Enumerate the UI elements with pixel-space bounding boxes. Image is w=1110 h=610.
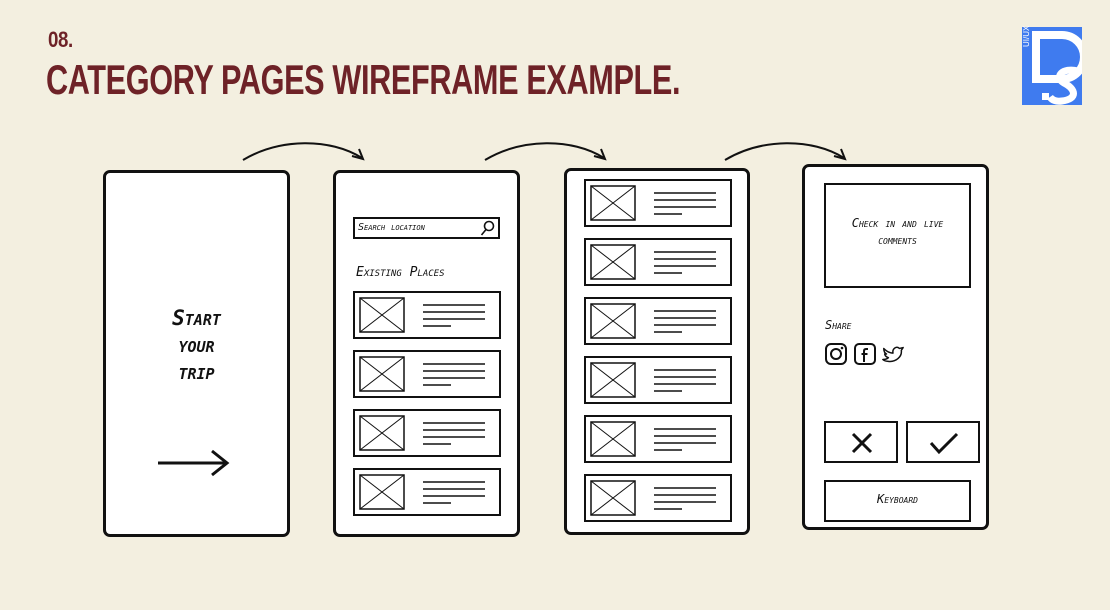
text-lines-placeholder: [654, 310, 716, 333]
text-lines-placeholder: [423, 422, 485, 445]
screen-search: Search location Existing Places: [333, 170, 520, 537]
screen-checkin: Check in and live comments Share Keyboar…: [802, 164, 989, 530]
image-placeholder-icon: [590, 185, 636, 221]
image-placeholder-icon: [590, 480, 636, 516]
text-lines-placeholder: [654, 428, 716, 451]
image-placeholder-icon: [359, 474, 405, 510]
text-lines-placeholder: [423, 481, 485, 504]
checkin-card-text: Check in and live comments: [851, 216, 944, 247]
flow-arrow-1: [242, 142, 365, 161]
facebook-icon[interactable]: [853, 342, 877, 366]
close-icon: [851, 432, 873, 454]
text-lines-placeholder: [423, 304, 485, 327]
confirm-button[interactable]: [906, 421, 980, 463]
ds-logo: [1022, 27, 1082, 105]
text-lines-placeholder: [654, 369, 716, 392]
start-line-2: your: [178, 333, 215, 357]
list-item[interactable]: [584, 179, 732, 227]
list-item[interactable]: [353, 350, 501, 398]
list-item[interactable]: [353, 291, 501, 339]
page-title: CATEGORY PAGES WIREFRAME EXAMPLE.: [46, 56, 681, 103]
existing-places-label: Existing Places: [356, 265, 445, 280]
image-placeholder-icon: [590, 421, 636, 457]
text-lines-placeholder: [654, 487, 716, 510]
list-item[interactable]: [584, 356, 732, 404]
text-lines-placeholder: [654, 192, 716, 215]
twitter-icon[interactable]: [881, 342, 905, 366]
list-item[interactable]: [584, 415, 732, 463]
screen-list: [564, 168, 750, 535]
search-placeholder: Search location: [358, 222, 425, 233]
text-lines-placeholder: [654, 251, 716, 274]
checkin-card[interactable]: Check in and live comments: [824, 183, 971, 288]
flow-arrow-2: [484, 142, 607, 161]
start-line-3: trip: [178, 360, 215, 384]
list-item[interactable]: [584, 238, 732, 286]
keyboard-label: Keyboard: [877, 492, 918, 506]
screen-start: Start your trip: [103, 170, 290, 537]
arrow-right-icon[interactable]: [156, 448, 231, 478]
image-placeholder-icon: [590, 244, 636, 280]
list-item[interactable]: [584, 297, 732, 345]
text-lines-placeholder: [423, 363, 485, 386]
image-placeholder-icon: [359, 297, 405, 333]
image-placeholder-icon: [359, 356, 405, 392]
cancel-button[interactable]: [824, 421, 898, 463]
section-number: 08.: [48, 27, 73, 52]
image-placeholder-icon: [590, 362, 636, 398]
logo-vertical-text: UI/UX: [1022, 25, 1031, 47]
start-text: Start your trip: [106, 305, 287, 386]
list-item[interactable]: [584, 474, 732, 522]
search-icon: [480, 220, 495, 236]
keyboard-button[interactable]: Keyboard: [824, 480, 971, 522]
image-placeholder-icon: [590, 303, 636, 339]
start-line-1: Start: [172, 306, 221, 330]
image-placeholder-icon: [359, 415, 405, 451]
search-input[interactable]: Search location: [353, 217, 500, 239]
instagram-icon[interactable]: [824, 342, 848, 366]
flow-arrow-3: [724, 142, 847, 161]
check-icon: [929, 432, 959, 455]
share-label: Share: [825, 318, 852, 332]
list-item[interactable]: [353, 409, 501, 457]
list-item[interactable]: [353, 468, 501, 516]
